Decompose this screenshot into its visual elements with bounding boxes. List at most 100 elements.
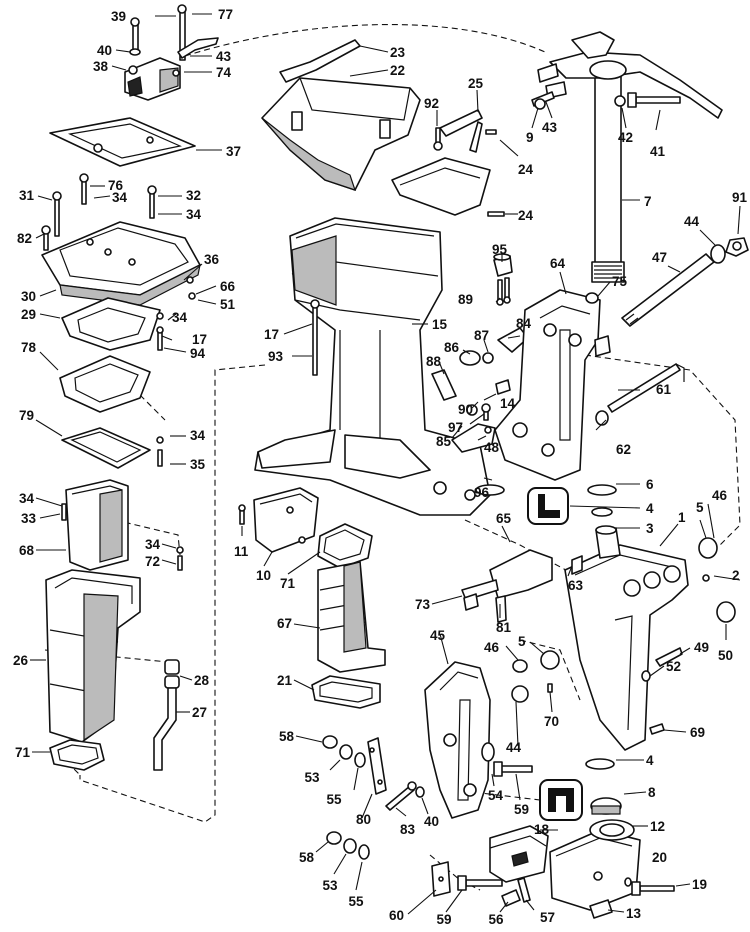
part-label-55b: 55 (348, 894, 364, 909)
swivel-bracket-64 (494, 289, 611, 481)
part-label-44a: 44 (684, 214, 700, 229)
part-label-24b: 24 (518, 208, 534, 223)
part-label-37: 37 (226, 144, 241, 159)
cover-10 (238, 487, 319, 553)
adapter-30 (41, 173, 201, 306)
part-label-76: 76 (108, 178, 124, 193)
bushing-group (322, 735, 387, 860)
part-label-14: 14 (500, 396, 516, 411)
part-label-53b: 53 (322, 878, 338, 893)
part-label-12: 12 (650, 819, 665, 834)
clamp-bracket-1 (475, 484, 736, 751)
part-label-15: 15 (432, 317, 448, 332)
part-label-11: 11 (234, 544, 249, 559)
part-label-71b: 71 (15, 745, 31, 760)
part-label-29: 29 (21, 307, 36, 322)
part-label-62: 62 (616, 442, 631, 457)
part-label-89: 89 (458, 292, 473, 307)
part-label-1: 1 (678, 510, 686, 525)
part-label-8: 8 (648, 785, 656, 800)
part-label-32: 32 (186, 188, 201, 203)
part-label-91: 91 (732, 190, 748, 205)
part-label-82: 82 (17, 231, 32, 246)
part-label-39: 39 (111, 9, 126, 24)
part-label-34b: 34 (186, 207, 202, 222)
part-label-84: 84 (516, 316, 532, 331)
part-label-51: 51 (220, 297, 236, 312)
fuel-connector-assembly (124, 4, 219, 101)
part-label-87: 87 (474, 328, 489, 343)
sealant-tube-icon (527, 487, 569, 525)
part-label-49: 49 (694, 640, 709, 655)
part-label-35: 35 (190, 457, 206, 472)
gasket-71-lower (49, 739, 105, 771)
part-label-43b: 43 (542, 120, 558, 135)
part-label-71a: 71 (280, 576, 296, 591)
part-label-95: 95 (492, 242, 508, 257)
part-label-93: 93 (268, 349, 284, 364)
part-label-75: 75 (612, 274, 628, 289)
part-label-77: 77 (218, 7, 233, 22)
part-label-65: 65 (496, 511, 512, 526)
part-label-7: 7 (644, 194, 652, 209)
part-label-63: 63 (568, 578, 584, 593)
part-label-54: 54 (488, 788, 504, 803)
part-label-43: 43 (216, 49, 232, 64)
part-label-36: 36 (204, 252, 220, 267)
part-label-17a: 17 (264, 327, 279, 342)
plate-29 (61, 276, 196, 351)
part-label-5a: 5 (696, 500, 704, 515)
part-label-79: 79 (19, 408, 34, 423)
part-label-4b: 4 (646, 753, 654, 768)
part-label-57: 57 (540, 910, 555, 925)
gasket-79 (61, 427, 164, 469)
part-label-46a: 46 (712, 488, 728, 503)
tilt-lock-parts (431, 253, 529, 453)
part-label-70: 70 (544, 714, 559, 729)
part-label-41: 41 (650, 144, 666, 159)
part-label-52: 52 (666, 659, 681, 674)
part-label-24: 24 (518, 162, 534, 177)
part-label-21: 21 (277, 673, 293, 688)
part-label-19: 19 (692, 877, 707, 892)
part-label-30: 30 (21, 289, 36, 304)
tilt-lever-65 (461, 549, 583, 623)
part-label-17b: 17 (192, 332, 207, 347)
part-label-28: 28 (194, 673, 210, 688)
part-label-60: 60 (389, 908, 404, 923)
part-label-48: 48 (484, 440, 500, 455)
part-label-97: 97 (448, 420, 463, 435)
part-label-34e: 34 (19, 491, 35, 506)
part-label-50: 50 (718, 648, 733, 663)
leader-lines (30, 13, 741, 915)
part-label-61: 61 (656, 382, 672, 397)
part-label-4a: 4 (646, 501, 654, 516)
part-label-27: 27 (192, 705, 207, 720)
part-label-90: 90 (458, 402, 473, 417)
part-label-34c: 34 (172, 310, 188, 325)
lower-block-18 (431, 825, 549, 907)
part-label-6: 6 (646, 477, 654, 492)
part-label-18: 18 (534, 822, 550, 837)
part-label-45: 45 (430, 628, 446, 643)
part-label-44b: 44 (506, 740, 522, 755)
part-label-73: 73 (415, 597, 431, 612)
part-label-9: 9 (526, 130, 534, 145)
part-label-5b: 5 (518, 634, 526, 649)
part-label-31: 31 (19, 188, 35, 203)
plate-78 (59, 355, 151, 413)
part-label-66: 66 (220, 279, 236, 294)
part-label-59a: 59 (514, 802, 529, 817)
part-label-33: 33 (21, 511, 37, 526)
part-label-10: 10 (256, 568, 271, 583)
part-label-59b: 59 (436, 912, 451, 927)
part-label-55a: 55 (326, 792, 342, 807)
part-label-94: 94 (190, 346, 206, 361)
part-label-3: 3 (646, 521, 654, 536)
part-label-64: 64 (550, 256, 566, 271)
part-label-26: 26 (13, 653, 29, 668)
grease-gun-icon (539, 779, 583, 821)
part-label-92: 92 (424, 96, 439, 111)
exhaust-seal-67 (311, 523, 386, 709)
